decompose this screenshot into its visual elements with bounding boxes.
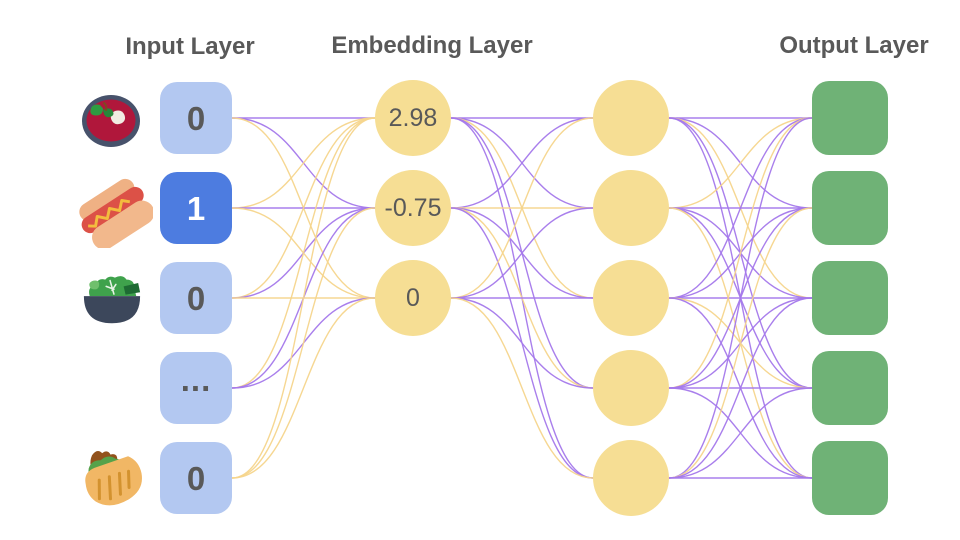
input-node-2: 0 <box>160 262 232 334</box>
edge-hidden2-output0 <box>668 117 813 299</box>
input-node-1: 1 <box>160 172 232 244</box>
embedding-node-2: 0 <box>375 260 451 336</box>
embedding-node-0: 2.98 <box>375 80 451 156</box>
node-label: 0 <box>186 99 206 137</box>
output-node-4 <box>812 441 888 515</box>
input-node-0: 0 <box>160 82 232 154</box>
salad-icon <box>79 267 145 329</box>
embedding-layer-title: Embedding Layer <box>331 32 533 59</box>
edge-input2-embedding0 <box>231 117 376 299</box>
edge-embedding2-hidden1 <box>450 207 594 299</box>
node-label: 1 <box>186 189 206 227</box>
edge-input1-embedding0 <box>231 117 376 209</box>
node-label: 0 <box>186 459 206 497</box>
input-layer-title: Input Layer <box>125 33 255 60</box>
node-label: -0.75 <box>384 193 442 222</box>
edge-input4-embedding1 <box>231 207 376 479</box>
output-layer-title: Output Layer <box>779 32 929 59</box>
node-label: 2.98 <box>388 103 438 132</box>
hidden-node-2 <box>593 260 669 336</box>
hidden-node-1 <box>593 170 669 246</box>
edge-input3-embedding0 <box>231 117 376 389</box>
output-node-2 <box>812 261 888 335</box>
edge-hidden4-output0 <box>668 117 813 479</box>
edge-hidden1-output0 <box>668 117 813 209</box>
hidden-node-0 <box>593 80 669 156</box>
pita-icon <box>75 443 149 517</box>
edge-embedding2-hidden3 <box>450 297 594 389</box>
node-label: ... <box>180 360 212 398</box>
input-node-4: 0 <box>160 442 232 514</box>
hidden-node-4 <box>593 440 669 516</box>
output-node-3 <box>812 351 888 425</box>
edge-hidden4-output1 <box>668 207 813 479</box>
embedding-node-1: -0.75 <box>375 170 451 246</box>
hidden-node-3 <box>593 350 669 426</box>
edge-embedding1-hidden0 <box>450 117 594 209</box>
node-label: 0 <box>186 279 206 317</box>
edge-embedding2-hidden0 <box>450 117 594 299</box>
edge-hidden4-output2 <box>668 297 813 479</box>
output-node-1 <box>812 171 888 245</box>
edge-input4-embedding0 <box>231 117 376 479</box>
edge-hidden4-output3 <box>668 387 813 479</box>
input-node-3: ... <box>160 352 232 424</box>
edge-input4-embedding2 <box>231 297 376 479</box>
node-label: 0 <box>406 283 420 312</box>
hotdog-icon <box>71 170 153 248</box>
edge-hidden3-output0 <box>668 117 813 389</box>
output-node-0 <box>812 81 888 155</box>
edge-embedding2-hidden4 <box>450 297 594 479</box>
borscht-icon <box>79 89 143 153</box>
